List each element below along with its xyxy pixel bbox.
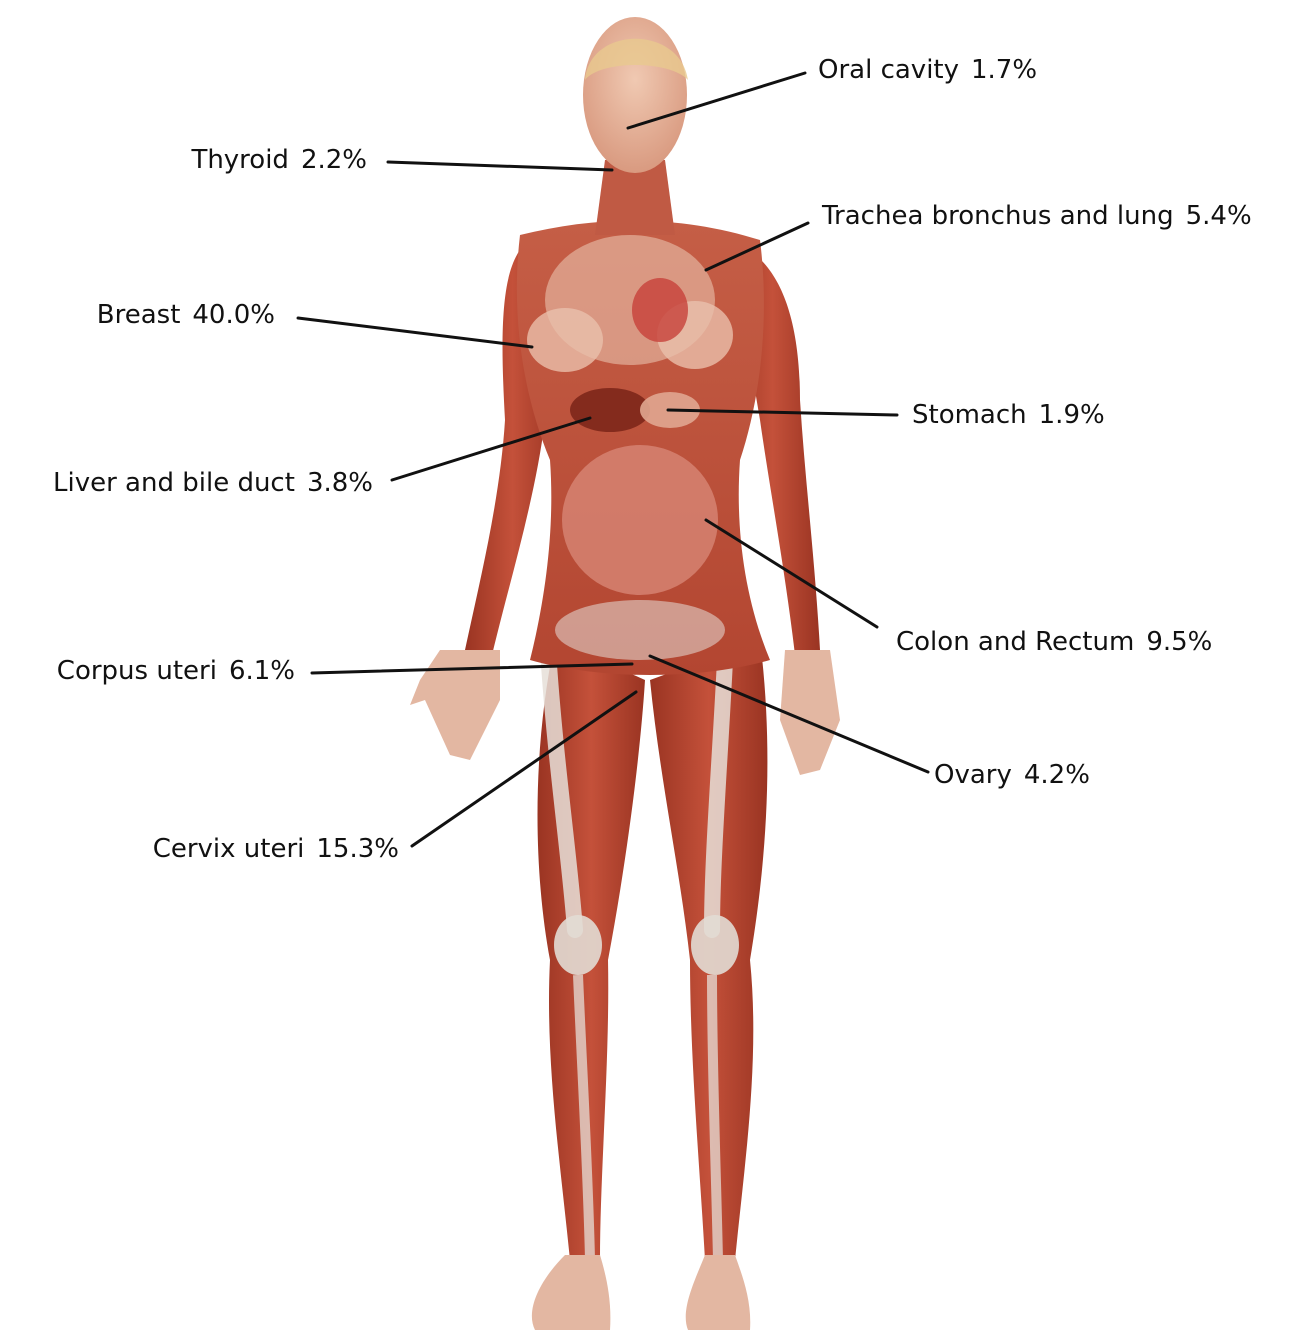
stomach-name: Stomach bbox=[912, 400, 1027, 430]
left-foot bbox=[532, 1255, 611, 1330]
liver-name: Liver and bile duct bbox=[53, 468, 295, 498]
right-tibia bbox=[712, 975, 718, 1260]
trachea-value: 5.4% bbox=[1186, 201, 1252, 231]
heart-shape bbox=[632, 278, 688, 342]
breast-leader bbox=[298, 318, 532, 347]
left-knee bbox=[554, 915, 602, 975]
breast-name: Breast bbox=[97, 300, 181, 330]
torso bbox=[517, 221, 770, 675]
intestine-shape bbox=[562, 445, 718, 595]
oral-cavity-value: 1.7% bbox=[971, 55, 1037, 85]
breast-value: 40.0% bbox=[192, 300, 275, 330]
liver-value: 3.8% bbox=[307, 468, 373, 498]
breast-label: Breast 40.0% bbox=[97, 302, 275, 328]
colon-value: 9.5% bbox=[1146, 627, 1212, 657]
cervix-uteri-value: 15.3% bbox=[316, 834, 399, 864]
corpus-uteri-name: Corpus uteri bbox=[57, 656, 217, 686]
thyroid-value: 2.2% bbox=[301, 145, 367, 175]
oral-cavity-name: Oral cavity bbox=[818, 55, 959, 85]
trachea-name: Trachea bronchus and lung bbox=[822, 201, 1174, 231]
legs bbox=[532, 640, 768, 1330]
thyroid-name: Thyroid bbox=[191, 145, 289, 175]
ovary-value: 4.2% bbox=[1024, 760, 1090, 790]
ovary-label: Ovary 4.2% bbox=[934, 762, 1090, 788]
trachea-label: Trachea bronchus and lung 5.4% bbox=[822, 203, 1252, 229]
thyroid-leader bbox=[388, 162, 612, 170]
pelvis-shape bbox=[555, 600, 725, 660]
ovary-name: Ovary bbox=[934, 760, 1012, 790]
oral-cavity-label: Oral cavity 1.7% bbox=[818, 57, 1037, 83]
cervix-uteri-label: Cervix uteri 15.3% bbox=[153, 836, 399, 862]
corpus-uteri-label: Corpus uteri 6.1% bbox=[57, 658, 295, 684]
stomach-value: 1.9% bbox=[1039, 400, 1105, 430]
corpus-uteri-value: 6.1% bbox=[229, 656, 295, 686]
liver-label: Liver and bile duct 3.8% bbox=[53, 470, 373, 496]
colon-name: Colon and Rectum bbox=[896, 627, 1134, 657]
right-foot bbox=[686, 1255, 751, 1330]
cervix-uteri-name: Cervix uteri bbox=[153, 834, 305, 864]
left-hand bbox=[410, 650, 500, 760]
colon-label: Colon and Rectum 9.5% bbox=[896, 629, 1212, 655]
liver-shape bbox=[570, 388, 650, 432]
right-knee bbox=[691, 915, 739, 975]
stomach-label: Stomach 1.9% bbox=[912, 402, 1105, 428]
thyroid-label: Thyroid 2.2% bbox=[191, 147, 367, 173]
lungs-shape bbox=[545, 235, 715, 365]
